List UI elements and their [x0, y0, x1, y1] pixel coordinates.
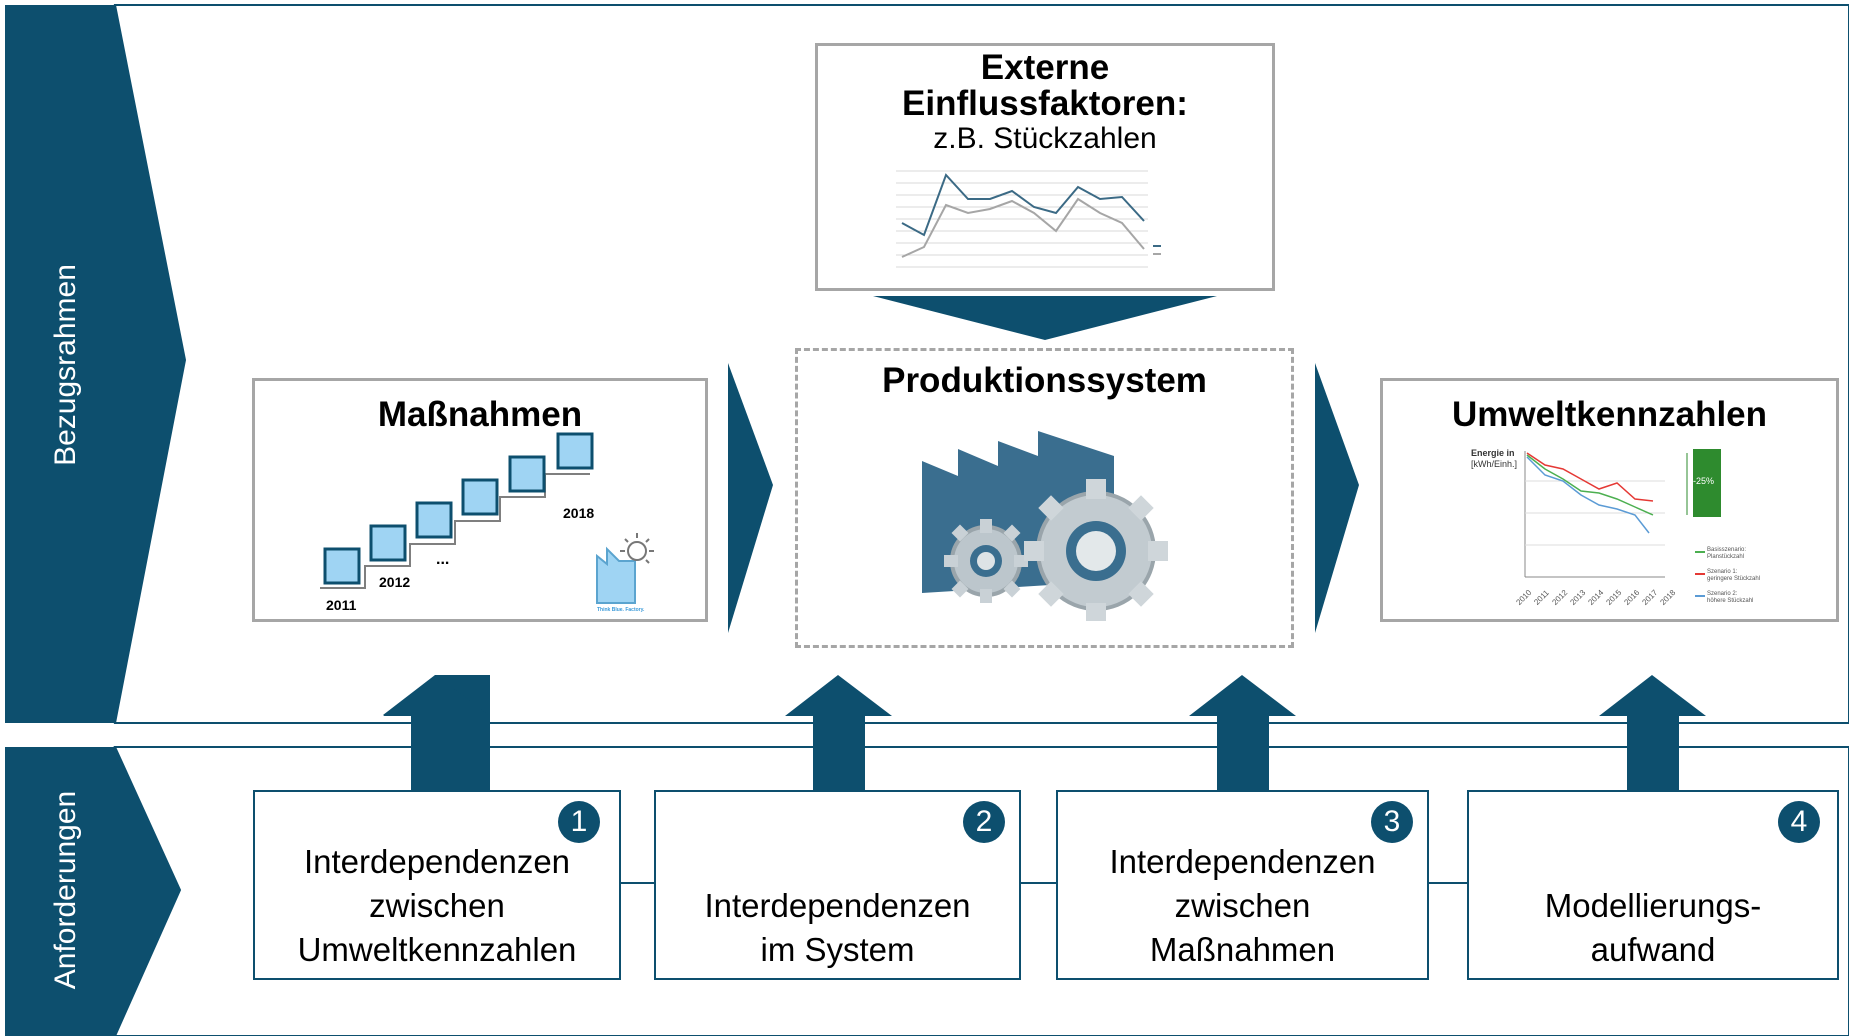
up-arrow-1-shape [383, 675, 490, 790]
requirement-2-number: 2 [963, 801, 1005, 843]
measures-panel: Maßnahmen 2011 2012 ... 2018 Think Blue.… [252, 378, 708, 622]
requirement-box-4: Modellierungs- aufwand 4 [1467, 790, 1839, 980]
requirement-4-number: 4 [1778, 801, 1820, 843]
req1-line1: Interdependenzen [303, 843, 571, 880]
req2-line2: im System [760, 931, 915, 968]
external-subtitle: z.B. Stückzahlen [933, 122, 1157, 155]
reduction-bar [1693, 449, 1721, 517]
measures-year-2011: 2011 [326, 597, 357, 613]
production-system-panel: Produktionssystem [795, 348, 1294, 648]
production-title: Produktionssystem [882, 361, 1207, 400]
sidebar-chevron-bottom [5, 747, 180, 1036]
indicators-legend: Basisszenario: Planstückzahl Szenario 1:… [1695, 547, 1835, 609]
factory-gears-icon [922, 431, 1168, 621]
arrow-production-to-indicators [1315, 363, 1359, 633]
energy-chart [1524, 449, 1721, 578]
req4-line1: Modellierungs- [1544, 887, 1762, 924]
up-arrow-3-shape [1189, 675, 1296, 790]
up-arrow-4-shape [1599, 675, 1706, 790]
indicators-panel: Umweltkennzahlen Energie in [kWh/Einh.] … [1380, 378, 1839, 622]
external-title-line1: Externe [980, 48, 1110, 87]
arrow-measures-to-production [728, 363, 773, 633]
indicators-ylabel-2: [kWh/Einh.] [1471, 459, 1518, 469]
requirement-box-2: Interdependenzen im System 2 [654, 790, 1021, 980]
legend-item-base: Basisszenario: Planstückzahl [1695, 547, 1835, 565]
requirement-1-text: Interdependenzen zwischen Umweltkennzahl… [298, 840, 577, 972]
indicators-title: Umweltkennzahlen [1451, 395, 1768, 434]
sidebar-chevron-top [5, 5, 185, 723]
req1-line3: Umweltkennzahlen [297, 931, 577, 968]
req3-line1: Interdependenzen [1109, 843, 1376, 880]
legend-s2-line2: höhere Stückzahl [1707, 598, 1754, 604]
req4-line2: aufwand [1590, 931, 1716, 968]
req3-line3: Maßnahmen [1149, 931, 1336, 968]
measures-staircase [320, 432, 654, 604]
requirement-1-number: 1 [558, 801, 600, 843]
requirement-4-text: Modellierungs- aufwand [1545, 884, 1761, 972]
legend-base-line2: Planstückzahl [1707, 554, 1745, 560]
quantity-mini-chart [878, 161, 1208, 283]
req2-line1: Interdependenzen [704, 887, 971, 924]
external-factors-panel: Externe Einflussfaktoren: z.B. Stückzahl… [815, 43, 1275, 291]
large-gear-icon [1024, 479, 1168, 621]
requirement-2-text: Interdependenzen im System [704, 884, 970, 972]
arrow-external-down [873, 296, 1217, 340]
up-arrow-2-shape [785, 675, 892, 790]
measures-year-2018: 2018 [563, 505, 595, 521]
legend-item-scenario1: Szenario 1: geringere Stückzahl [1695, 569, 1835, 587]
requirement-box-1: Interdependenzen zwischen Umweltkennzahl… [253, 790, 621, 980]
indicators-reduction: -25% [1693, 476, 1715, 486]
measures-ellipsis: ... [436, 551, 450, 568]
requirement-3-text: Interdependenzen zwischen Maßnahmen [1109, 840, 1375, 972]
req1-line2: zwischen [369, 887, 505, 924]
req3-line2: zwischen [1174, 887, 1311, 924]
legend-s2-line1: Szenario 2: [1707, 591, 1738, 597]
factory-sun-icon [596, 533, 654, 604]
legend-item-scenario2: Szenario 2: höhere Stückzahl [1695, 591, 1835, 609]
indicators-year-axis: 2010 2011 2012 2013 2014 2015 2016 2017 … [1514, 588, 1677, 613]
small-gear-icon [944, 519, 1028, 603]
year-label: 2010 [1514, 588, 1534, 607]
legend-s1-line1: Szenario 1: [1707, 569, 1738, 575]
requirement-3-number: 3 [1371, 801, 1413, 843]
requirement-box-3: Interdependenzen zwischen Maßnahmen 3 [1056, 790, 1429, 980]
legend-s1-line2: geringere Stückzahl [1707, 576, 1761, 582]
indicators-ylabel-1: Energie in [1471, 448, 1515, 458]
measures-year-2012: 2012 [379, 574, 411, 590]
legend-base-line1: Basisszenario: [1707, 547, 1747, 553]
external-title-line2: Einflussfaktoren: [902, 84, 1188, 123]
measures-logo-text: Think Blue. Factory. [597, 607, 645, 613]
measures-title: Maßnahmen [377, 395, 583, 434]
